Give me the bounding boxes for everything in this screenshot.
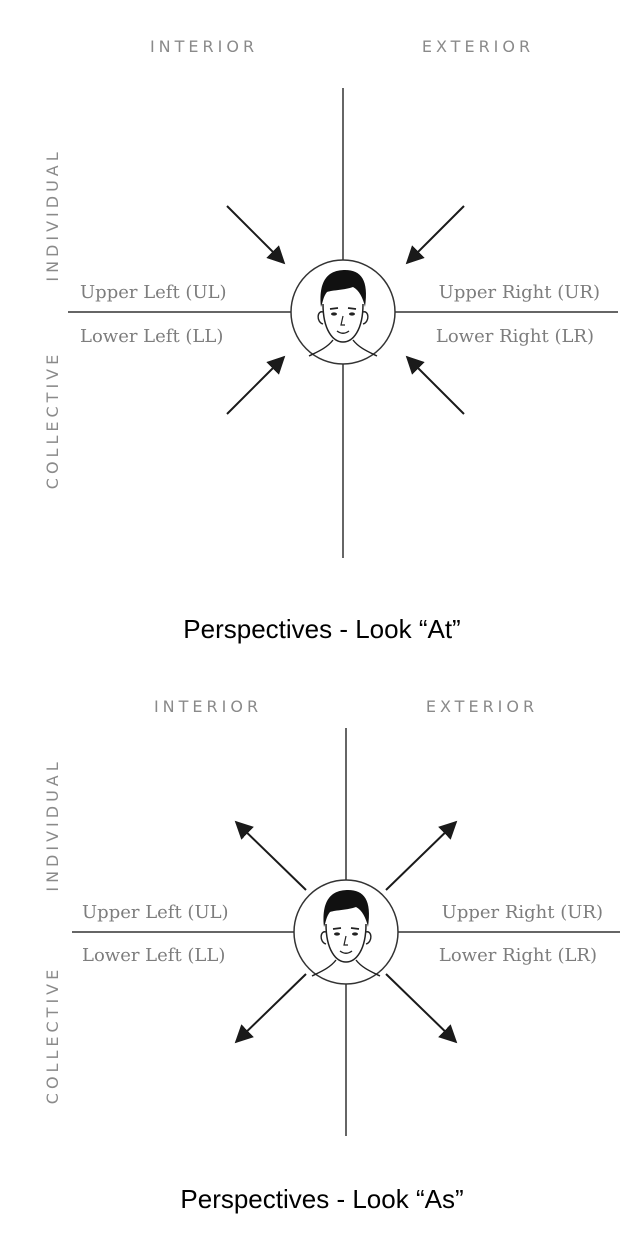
- exterior-label: EXTERIOR: [422, 37, 534, 56]
- individual-label: INDIVIDUAL: [43, 758, 62, 891]
- collective-label: COLLECTIVE: [43, 966, 62, 1104]
- arrow-lr-outward: [385, 973, 458, 1044]
- diagram-look-at: INTERIOR EXTERIOR INDIVIDUAL COLLECTIVE …: [0, 0, 644, 600]
- arrow-ul-inward: [226, 205, 286, 265]
- quadrant-diagram-at: INTERIOR EXTERIOR INDIVIDUAL COLLECTIVE …: [43, 37, 618, 558]
- face-icon: [290, 259, 396, 365]
- caption-look-as: Perspectives - Look “As”: [180, 1184, 464, 1214]
- quadrant-lr-label: Lower Right (LR): [436, 326, 594, 347]
- collective-label: COLLECTIVE: [43, 351, 62, 489]
- individual-label: INDIVIDUAL: [43, 148, 62, 281]
- interior-label: INTERIOR: [150, 37, 258, 56]
- quadrant-lr-label: Lower Right (LR): [439, 945, 597, 966]
- quadrant-ll-label: Lower Left (LL): [82, 945, 225, 966]
- quadrant-diagram-as: INTERIOR EXTERIOR INDIVIDUAL COLLECTIVE …: [43, 697, 620, 1136]
- arrow-lr-inward: [405, 355, 465, 415]
- quadrant-ur-label: Upper Right (UR): [439, 282, 600, 303]
- arrow-ur-inward: [405, 205, 465, 265]
- arrow-ul-outward: [234, 820, 307, 891]
- quadrant-ul-label: Upper Left (UL): [80, 282, 227, 303]
- face-icon: [293, 879, 399, 985]
- quadrant-ll-label: Lower Left (LL): [80, 326, 223, 347]
- interior-label: INTERIOR: [154, 697, 262, 716]
- caption-look-at: Perspectives - Look “At”: [183, 614, 461, 644]
- arrow-ll-outward: [234, 973, 307, 1044]
- diagram-look-as: INTERIOR EXTERIOR INDIVIDUAL COLLECTIVE …: [0, 660, 644, 1180]
- quadrant-ur-label: Upper Right (UR): [442, 902, 603, 923]
- arrow-ur-outward: [385, 820, 458, 891]
- arrow-ll-inward: [226, 355, 286, 415]
- exterior-label: EXTERIOR: [426, 697, 538, 716]
- quadrant-ul-label: Upper Left (UL): [82, 902, 229, 923]
